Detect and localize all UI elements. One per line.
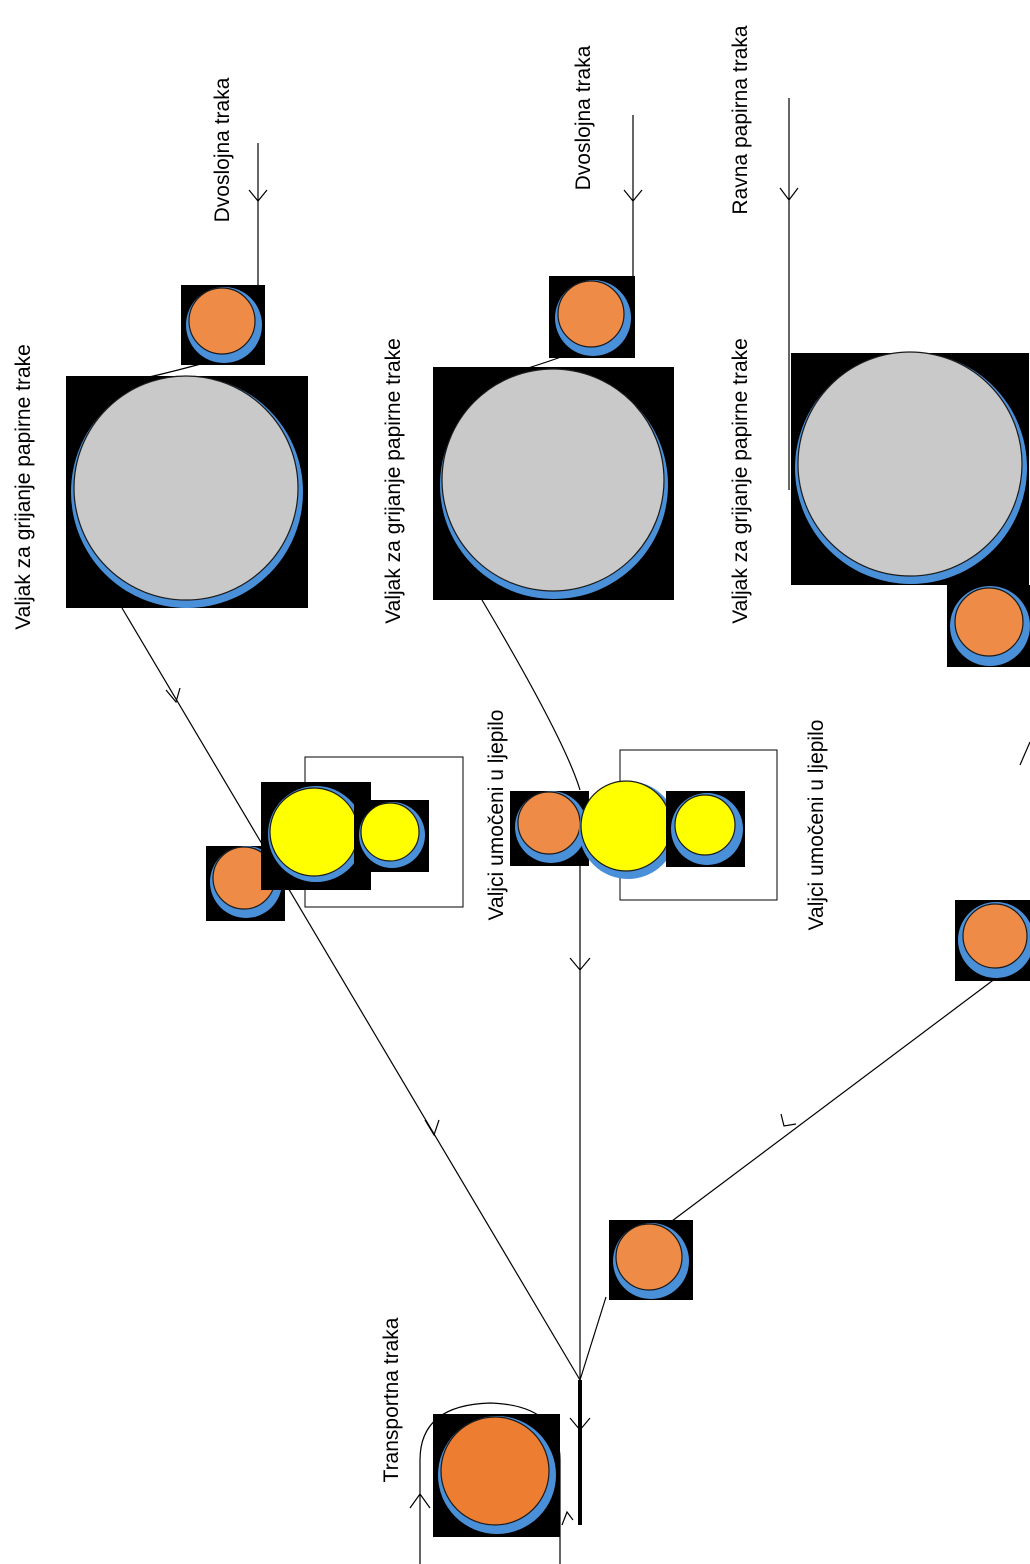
path-heating-to-glue-2 (481, 599, 581, 791)
arrow-diag-1a (165, 687, 181, 704)
guide-roller-2 (549, 276, 635, 358)
guide-roller-3 (947, 585, 1030, 667)
heating-roller-3 (791, 351, 1029, 585)
label-dvoslojna-traka-2: Dvoslojna traka (572, 45, 595, 190)
label-valjak-za-grijanje-3: Valjak za grijanje papirne trake (729, 338, 752, 624)
label-valjak-za-grijanje-2: Valjak za grijanje papirne trake (382, 338, 405, 624)
arrow-diag-1b (424, 1119, 440, 1137)
heating-roller-1 (66, 375, 308, 608)
guide-roller-glue-2 (510, 791, 589, 866)
path-roller-to-merge-3 (639, 974, 1001, 1246)
label-valjak-za-grijanje-1: Valjak za grijanje papirne trake (12, 344, 35, 630)
arrow-down-3 (569, 957, 591, 971)
glue-roller-small-1 (354, 800, 429, 872)
labels: Dvoslojna traka Dvoslojna traka Ravna pa… (12, 25, 828, 1482)
paper-paths (121, 98, 1030, 1564)
label-transportna-traka: Transportna traka (380, 1317, 403, 1482)
guide-roller-5 (609, 1220, 693, 1300)
label-valjci-umoceni-u-ljepilo-2: Valjci umočeni u ljepilo (805, 720, 828, 931)
glue-roller-large-2 (579, 780, 677, 879)
arrow-diag-3 (780, 1113, 797, 1127)
arrow-down-2 (623, 189, 643, 202)
arrow-down-4 (779, 187, 799, 201)
label-dvoslojna-traka-1: Dvoslojna traka (211, 77, 234, 222)
arrow-belt-right (561, 1510, 574, 1526)
path-heating-to-merge-1 (121, 607, 581, 1381)
guide-roller-1 (181, 285, 265, 365)
tick-mark-right (1019, 741, 1030, 766)
arrow-up-belt (409, 1492, 431, 1509)
guide-roller-4 (955, 900, 1030, 981)
label-valjci-umoceni-u-ljepilo-1: Valjci umočeni u ljepilo (485, 710, 508, 921)
glue-roller-large-1 (261, 782, 371, 890)
heating-roller-2 (433, 367, 674, 600)
arrow-down-output (569, 1417, 591, 1431)
arrow-down-1 (248, 189, 268, 202)
transport-roller (433, 1414, 560, 1537)
label-ravna-papirna-traka: Ravna papirna traka (729, 25, 752, 214)
glue-roller-small-2 (666, 791, 745, 867)
path-small-roller-to-merge (579, 1296, 607, 1381)
